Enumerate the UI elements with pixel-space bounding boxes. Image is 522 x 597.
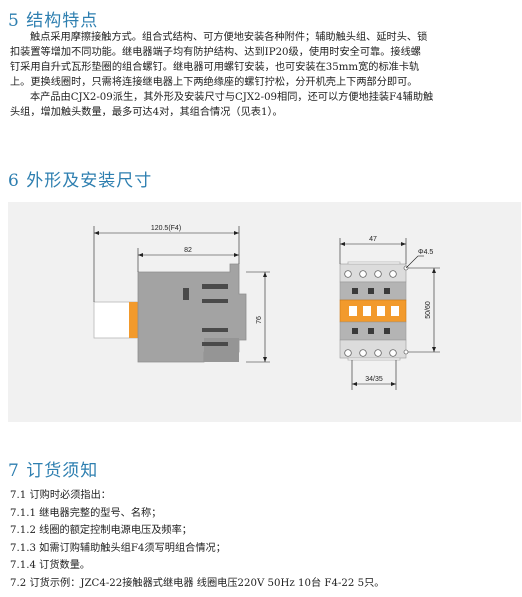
section6-heading: 6 外形及安装尺寸 (8, 171, 153, 191)
f4-orange-strip (129, 302, 138, 338)
section5-heading: 5 结构特点 (8, 11, 99, 31)
screw-terminal (374, 349, 382, 357)
section5-line: 头组，增加触头数量，最多可达4对，其组合情况（见表1）。 (10, 107, 283, 118)
relay-base-side (204, 338, 239, 362)
ordering-item: 7.1.4 订货数量。 (10, 560, 91, 572)
dim-mount-horizontal: 34/35 (365, 376, 383, 383)
section5-line: 触点采用摩擦接触方式。组合式结构、可方便地安装各种附件；辅助触头组、延时头、锁 (30, 32, 428, 43)
screw-terminal (359, 349, 367, 357)
screw-terminal (344, 349, 352, 357)
indicator-window (352, 328, 358, 334)
screw-terminal (389, 349, 397, 357)
section5-line: 扣装置等增加不同功能。继电器端子均有防护结构、达到IP20级，使用时安全可靠。接… (10, 47, 421, 58)
indicator-window (384, 328, 390, 334)
terminal-slot (202, 342, 228, 346)
section5-line: 上。更换线圈时，只需将连接继电器上下两绝缘座的螺钉拧松，分开机壳上下两部分即可。 (10, 77, 418, 88)
section5-line: 钉采用自升式瓦形垫圈的组合螺钉。继电器可用螺钉安装，也可安装在35mm宽的标准卡… (10, 62, 420, 73)
dim-width: 47 (369, 236, 377, 243)
dim-body-depth: 82 (184, 247, 192, 254)
dim-mount-vertical: 50/60 (425, 301, 432, 319)
front-view: 47 Φ4.5 50/60 34/35 (339, 236, 440, 390)
indicator-window (352, 288, 358, 294)
dim-height: 76 (256, 316, 263, 324)
ordering-item: 7.1.3 如需订购辅助触头组F4须写明组合情况； (10, 542, 226, 554)
ordering-item: 7.2 订货示例：JZC4-22接触器式继电器 线圈电压220V 50Hz 10… (10, 577, 385, 589)
contact-slot (363, 306, 371, 316)
ordering-item: 7.1.1 继电器完整的型号、名称； (10, 507, 162, 519)
indicator-window (368, 288, 374, 294)
terminal-slot (202, 284, 228, 289)
terminal-slot (183, 288, 189, 300)
section5-line: 本产品由CJX2-09派生，其外形及安装尺寸与CJX2-09相同，还可以方便地挂… (30, 92, 434, 103)
section5-paragraph: 触点采用摩擦接触方式。组合式结构、可方便地安装各种附件；辅助触头组、延时头、锁 … (10, 30, 515, 120)
indicator-window (368, 328, 374, 334)
dimension-drawing-svg: 120.5(F4) 82 76 (93, 225, 440, 390)
screw-terminal (344, 270, 352, 278)
mounting-hole (403, 349, 409, 355)
ordering-list: 7.1 订购时必须指出： 7.1.1 继电器完整的型号、名称； 7.1.2 线圈… (10, 487, 384, 593)
screw-terminal (374, 270, 382, 278)
screw-terminal (359, 270, 367, 278)
contact-slot (349, 306, 357, 316)
ordering-item: 7.1 订购时必须指出： (10, 490, 111, 501)
screw-terminal (389, 270, 397, 278)
side-view: 120.5(F4) 82 76 (93, 225, 270, 363)
dim-hole: Φ4.5 (418, 249, 433, 256)
ordering-item: 7.1.2 线圈的额定控制电源电压及频率； (10, 525, 192, 537)
dimension-drawing: 120.5(F4) 82 76 (8, 202, 521, 422)
indicator-window (384, 288, 390, 294)
dim-overall-depth: 120.5(F4) (151, 225, 181, 232)
contact-slot (391, 306, 399, 316)
terminal-slot (202, 299, 228, 303)
contact-slot (377, 306, 385, 316)
terminal-slot (202, 328, 228, 332)
section7-heading: 7 订货须知 (8, 461, 99, 481)
